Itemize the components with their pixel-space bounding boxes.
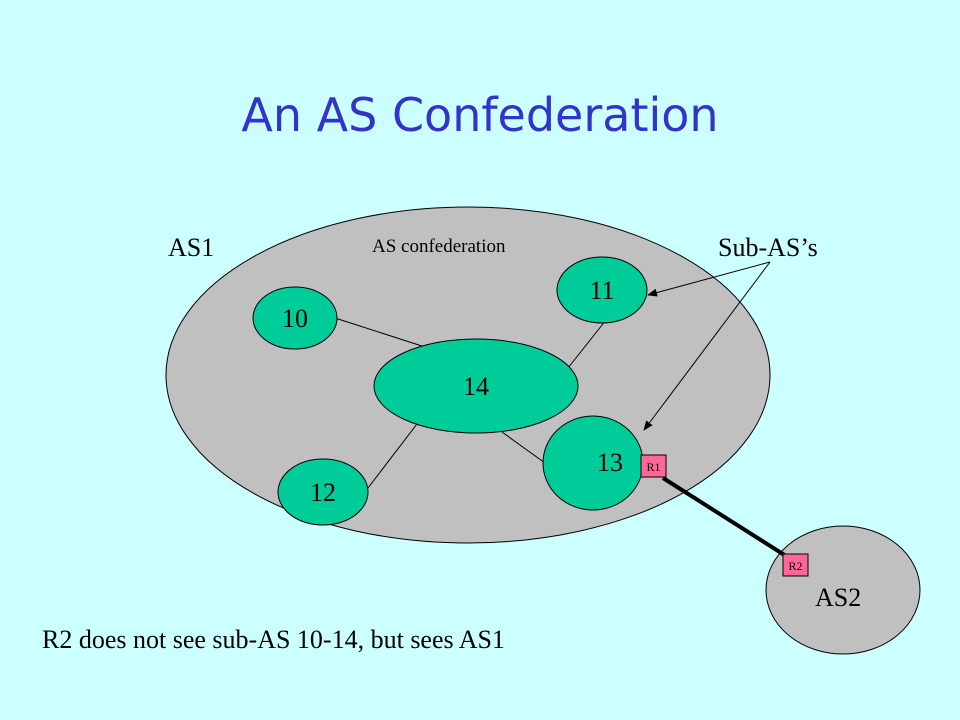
- link-14-12: [367, 419, 421, 489]
- sub-as-12: [277, 458, 369, 526]
- link-14-13: [501, 431, 546, 464]
- router-r2-label: R2: [788, 559, 802, 573]
- router-r2: [782, 553, 809, 577]
- caption: R2 does not see sub-AS 10-14, but sees A…: [42, 625, 505, 654]
- link-10-14: [334, 317, 426, 348]
- sub-as-14-label: 14: [463, 372, 489, 401]
- slide-title: An AS Confederation: [241, 88, 719, 142]
- as2-label: AS2: [815, 583, 861, 612]
- link-11-14: [567, 319, 607, 369]
- sub-as-10: [252, 286, 338, 350]
- sub-as-13: [542, 415, 644, 511]
- confederation-label: AS confederation: [372, 236, 506, 257]
- ebgp-link-r1-r2: [661, 476, 788, 558]
- sub-as-12-label: 12: [310, 478, 336, 507]
- sub-as-14: [373, 338, 579, 434]
- arrow-to-sub-as-11: [647, 261, 771, 297]
- router-r1: [640, 454, 667, 478]
- sub-as-11-label: 11: [589, 276, 614, 305]
- sub-as-13-label: 13: [597, 448, 623, 477]
- sub-as-label: Sub-AS’s: [718, 233, 818, 262]
- as1-label: AS1: [168, 233, 214, 262]
- arrow-to-sub-as-13: [643, 261, 771, 431]
- sub-as-11: [556, 256, 648, 324]
- router-r1-label: R1: [646, 460, 660, 474]
- sub-as-10-label: 10: [282, 304, 308, 333]
